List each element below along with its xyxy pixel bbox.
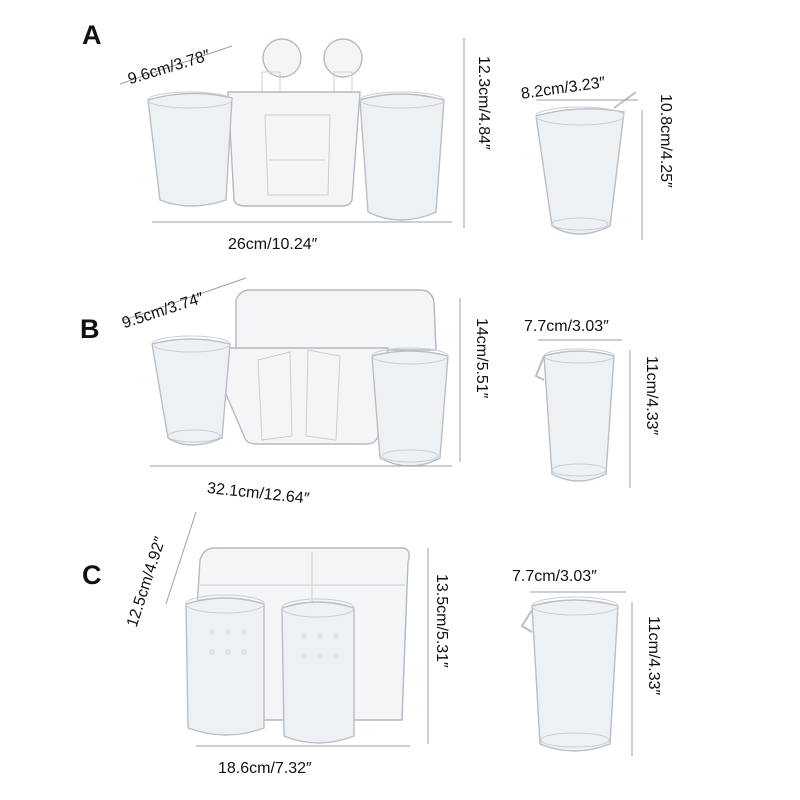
dim-c-holder-width: 18.6cm/7.32″ xyxy=(218,760,312,777)
dim-b-holder-height: 14cm/5.51″ xyxy=(473,318,490,399)
suction-cup-left xyxy=(262,38,302,78)
dim-b-cup-width: 7.7cm/3.03″ xyxy=(524,318,609,335)
back-plate-b xyxy=(235,289,437,351)
section-label-c: C xyxy=(82,560,102,590)
dimline-c-depth xyxy=(165,511,197,605)
center-caddy-a xyxy=(227,91,361,207)
holder-c xyxy=(185,547,410,744)
cup-a-single xyxy=(535,91,637,235)
cup-a-left xyxy=(147,92,233,207)
dim-b-cup-height: 11cm/4.33″ xyxy=(643,356,660,436)
dim-c-holder-height: 13.5cm/5.31″ xyxy=(433,574,450,668)
cup-c-left xyxy=(185,597,265,736)
dim-c-cup-height: 11cm/4.33″ xyxy=(645,616,662,696)
dim-a-cup-height: 10.8cm/4.25″ xyxy=(657,94,674,188)
cup-a-right xyxy=(359,93,445,221)
dim-a-holder-height: 12.3cm/4.84″ xyxy=(475,56,492,150)
dim-c-cup-width: 7.7cm/3.03″ xyxy=(512,568,597,585)
dimline-a-depth xyxy=(119,45,233,85)
cup-b-right xyxy=(371,350,449,467)
center-caddy-b xyxy=(204,347,389,445)
section-label-a: A xyxy=(82,20,102,50)
cup-b-single xyxy=(534,348,615,482)
holder-b xyxy=(151,289,449,467)
holder-a xyxy=(147,38,445,221)
dimline-b-depth xyxy=(123,277,247,321)
cup-c-single xyxy=(520,596,619,752)
cup-b-left xyxy=(151,338,231,446)
dim-a-holder-width: 26cm/10.24″ xyxy=(228,236,318,253)
cup-c-right xyxy=(281,601,355,744)
section-label-b: B xyxy=(80,314,100,344)
suction-cup-right xyxy=(323,38,363,78)
